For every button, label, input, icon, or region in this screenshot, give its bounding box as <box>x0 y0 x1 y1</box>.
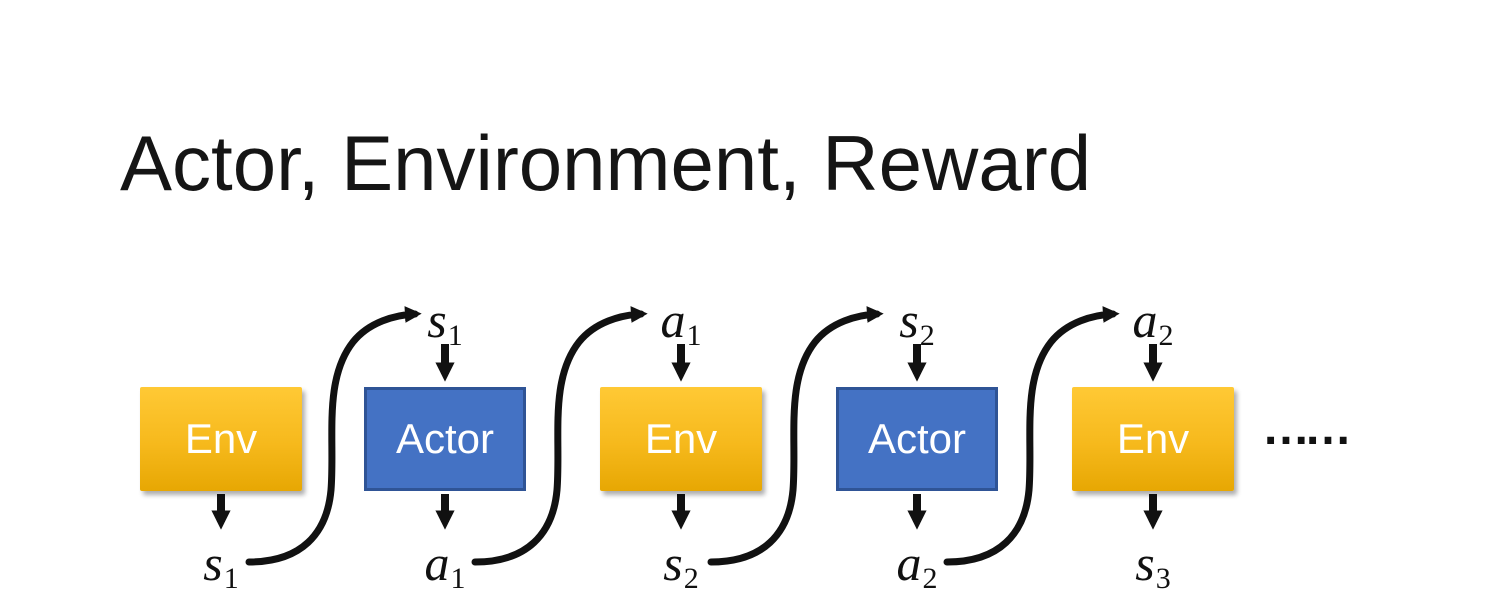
continuation-ellipsis: …… <box>1262 402 1352 455</box>
top-label-s2-sub: 2 <box>919 319 935 353</box>
bottom-label-s3-sub: 3 <box>1155 562 1171 596</box>
top-label-a2-sub: 2 <box>1158 319 1174 353</box>
top-label-a1: a1 <box>660 292 702 351</box>
bottom-label-a1: a1 <box>424 535 466 594</box>
top-label-s1-base: s <box>427 292 447 348</box>
bottom-label-s1: s1 <box>203 535 238 594</box>
actor-box-1-label: Actor <box>395 415 495 462</box>
top-label-a1-sub: 1 <box>686 319 702 353</box>
top-label-a1-base: a <box>660 292 686 348</box>
top-label-a2-base: a <box>1132 292 1158 348</box>
top-label-s1: s1 <box>427 292 462 351</box>
bottom-label-s3: s3 <box>1135 535 1170 594</box>
bottom-label-s2-sub: 2 <box>683 562 699 596</box>
env-box-3: Env <box>1072 387 1234 491</box>
curved-arrow-a1 <box>471 306 648 566</box>
env-box-2-label: Env <box>644 415 718 462</box>
actor-box-2-label: Actor <box>867 415 967 462</box>
bottom-label-a2-base: a <box>896 535 922 591</box>
curved-arrow-s1 <box>245 306 422 566</box>
top-label-a2: a2 <box>1132 292 1174 351</box>
env-box-3-label: Env <box>1116 415 1190 462</box>
env-box-2: Env <box>600 387 762 491</box>
curved-arrow-a2 <box>943 306 1120 566</box>
bottom-label-s1-base: s <box>203 535 223 591</box>
top-label-s2-base: s <box>899 292 919 348</box>
top-label-s1-sub: 1 <box>447 319 463 353</box>
env-box-1: Env <box>140 387 302 491</box>
bottom-label-a1-sub: 1 <box>450 562 466 596</box>
bottom-label-s1-sub: 1 <box>223 562 239 596</box>
bottom-label-a2-sub: 2 <box>922 562 938 596</box>
env-box-1-label: Env <box>184 415 258 462</box>
bottom-label-s2-base: s <box>663 535 683 591</box>
bottom-label-s3-base: s <box>1135 535 1155 591</box>
actor-box-1: Actor <box>364 387 526 491</box>
bottom-label-a1-base: a <box>424 535 450 591</box>
bottom-label-s2: s2 <box>663 535 698 594</box>
page-title: Actor, Environment, Reward <box>120 119 1092 207</box>
curved-arrow-s2 <box>707 306 884 566</box>
top-label-s2: s2 <box>899 292 934 351</box>
bottom-label-a2: a2 <box>896 535 938 594</box>
actor-box-2: Actor <box>836 387 998 491</box>
